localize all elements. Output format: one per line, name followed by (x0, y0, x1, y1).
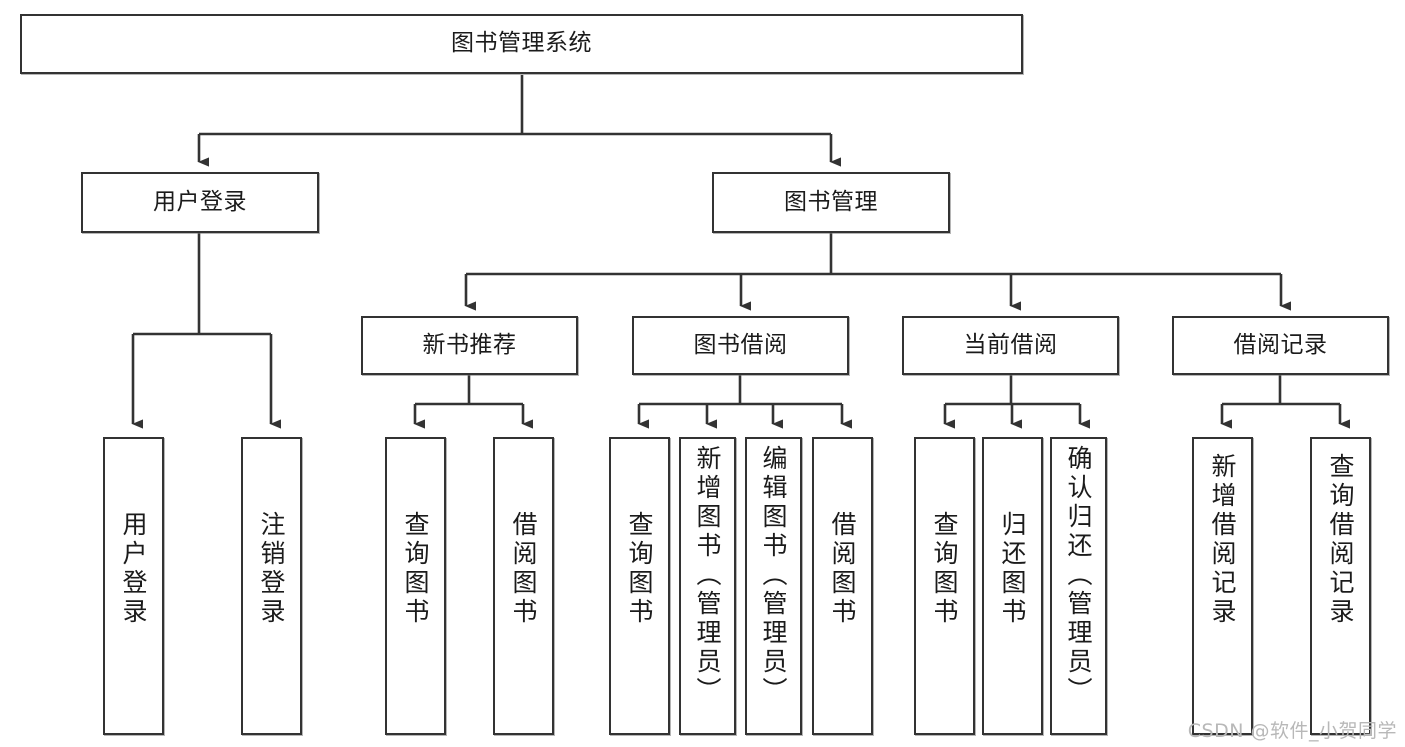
leaf-new-book-query-label: 查询图书 (401, 511, 430, 627)
leaf-borrow-borrow-book-label: 借阅图书 (828, 511, 857, 627)
leaf-borrow-edit-book-label: 编辑图书（管理员） (759, 445, 788, 706)
node-current-borrow-label: 当前借阅 (963, 331, 1058, 358)
leaf-new-book-query[interactable]: 查询图书 (385, 437, 446, 735)
node-borrow-records-label: 借阅记录 (1233, 331, 1328, 358)
leaf-current-confirm-return-label: 确认归还（管理员） (1064, 445, 1093, 706)
node-book-borrow[interactable]: 图书借阅 (632, 316, 849, 375)
leaf-current-query-book[interactable]: 查询图书 (914, 437, 975, 735)
leaf-user-login-signout[interactable]: 注销登录 (241, 437, 302, 735)
leaf-current-query-book-label: 查询图书 (930, 511, 959, 627)
node-book-management-label: 图书管理 (784, 188, 878, 215)
leaf-records-query-record[interactable]: 查询借阅记录 (1310, 437, 1371, 735)
node-new-book-recommend[interactable]: 新书推荐 (361, 316, 578, 375)
leaf-borrow-query-book-label: 查询图书 (625, 511, 654, 627)
leaf-borrow-edit-book[interactable]: 编辑图书（管理员） (745, 437, 802, 735)
node-new-book-recommend-label: 新书推荐 (422, 331, 517, 358)
watermark: CSDN @软件_小贺同学 (1187, 720, 1397, 742)
node-book-borrow-label: 图书借阅 (693, 331, 788, 358)
node-borrow-records[interactable]: 借阅记录 (1172, 316, 1389, 375)
node-root-label: 图书管理系统 (451, 30, 592, 57)
leaf-user-login-signin-label: 用户登录 (119, 511, 148, 627)
leaf-current-return-book-label: 归还图书 (998, 511, 1027, 627)
leaf-borrow-borrow-book[interactable]: 借阅图书 (812, 437, 873, 735)
leaf-new-book-borrow[interactable]: 借阅图书 (493, 437, 554, 735)
node-user-login-label: 用户登录 (153, 188, 247, 215)
node-book-management[interactable]: 图书管理 (712, 172, 950, 233)
leaf-user-login-signout-label: 注销登录 (257, 511, 286, 627)
leaf-user-login-signin[interactable]: 用户登录 (103, 437, 164, 735)
node-current-borrow[interactable]: 当前借阅 (902, 316, 1119, 375)
leaf-borrow-add-book[interactable]: 新增图书（管理员） (679, 437, 736, 735)
leaf-new-book-borrow-label: 借阅图书 (509, 511, 538, 627)
leaf-records-query-record-label: 查询借阅记录 (1326, 453, 1355, 627)
node-root[interactable]: 图书管理系统 (20, 14, 1023, 74)
leaf-borrow-query-book[interactable]: 查询图书 (609, 437, 670, 735)
leaf-borrow-add-book-label: 新增图书（管理员） (693, 445, 722, 706)
leaf-current-confirm-return[interactable]: 确认归还（管理员） (1050, 437, 1107, 735)
leaf-current-return-book[interactable]: 归还图书 (982, 437, 1043, 735)
leaf-records-add-record-label: 新增借阅记录 (1208, 453, 1237, 627)
leaf-records-add-record[interactable]: 新增借阅记录 (1192, 437, 1253, 735)
node-user-login[interactable]: 用户登录 (81, 172, 319, 233)
